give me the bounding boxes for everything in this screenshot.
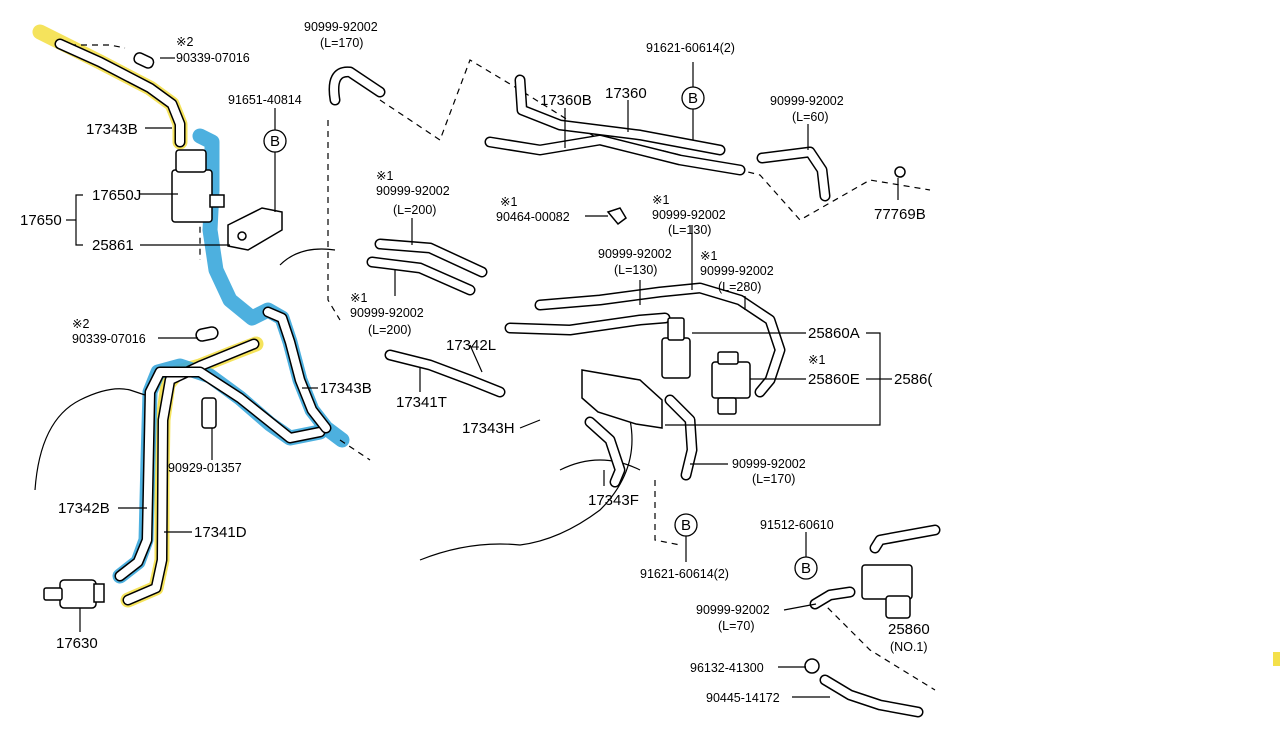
vsv-17650j <box>171 149 225 223</box>
length-l170-g: (L=170) <box>752 472 795 486</box>
note1-b: ※1 <box>500 195 517 209</box>
note2-top: ※2 <box>176 35 193 49</box>
clip-90464 <box>606 207 627 226</box>
part-17650j: 17650J <box>92 187 141 204</box>
note1-a: ※1 <box>376 169 393 183</box>
sensor-90929 <box>201 397 217 429</box>
part-25860-cut: 2586( <box>894 371 932 388</box>
parts-layer <box>43 52 913 674</box>
length-l60: (L=60) <box>792 110 828 124</box>
part-17342l: 17342L <box>446 337 496 354</box>
part-17650: 17650 <box>20 212 62 229</box>
part-90999-92002-right: 90999-92002 <box>770 94 844 108</box>
part-91512-60610: 91512-60610 <box>760 518 834 532</box>
length-l200-a: (L=200) <box>393 203 436 217</box>
part-90999-92002-f: 90999-92002 <box>350 306 424 320</box>
part-90339-07016-mid: 90339-07016 <box>72 332 146 346</box>
part-90999-92002-d: 90999-92002 <box>598 247 672 261</box>
bolt-b-label-top-right: B <box>688 90 698 107</box>
part-90999-92002-h: 90999-92002 <box>696 603 770 617</box>
clip-90339-mid <box>195 326 219 342</box>
part-90999-92002-a: 90999-92002 <box>376 184 450 198</box>
part-17341d: 17341D <box>194 524 247 541</box>
part-17360b: 17360B <box>540 92 592 109</box>
part-17360: 17360 <box>605 85 647 102</box>
length-l130-d: (L=130) <box>614 263 657 277</box>
clip-77769b <box>894 166 906 178</box>
part-17343f: 17343F <box>588 492 639 509</box>
bolt-b-label-bottom-right: B <box>801 560 811 577</box>
part-96132-41300: 96132-41300 <box>690 661 764 675</box>
part-91621-60614-top: 91621-60614(2) <box>646 41 735 55</box>
part-25861: 25861 <box>92 237 134 254</box>
note1-e: ※1 <box>700 249 717 263</box>
part-17341t: 17341T <box>396 394 447 411</box>
length-l130-c: (L=130) <box>668 223 711 237</box>
length-l280-e: (L=280) <box>718 280 761 294</box>
yellow-marker-dot <box>1273 652 1280 666</box>
note1-f: ※1 <box>350 291 367 305</box>
bracket-center <box>581 369 663 429</box>
part-77769b: 77769B <box>874 206 926 223</box>
part-25860e: 25860E <box>808 371 860 388</box>
part-91651-40814: 91651-40814 <box>228 93 302 107</box>
vsv-25860-no1 <box>861 564 913 619</box>
part-90445-14172: 90445-14172 <box>706 691 780 705</box>
bracket-25861 <box>227 207 283 251</box>
vsv-25860a <box>661 317 691 379</box>
part-90929-01357: 90929-01357 <box>168 461 242 475</box>
label-no1: (NO.1) <box>890 640 928 654</box>
vsv-25860e <box>711 351 751 415</box>
bolt-b-label-bottom-mid: B <box>681 517 691 534</box>
valve-17630 <box>43 579 105 609</box>
part-17342b: 17342B <box>58 500 110 517</box>
part-17630: 17630 <box>56 635 98 652</box>
part-91621-60614-bottom: 91621-60614(2) <box>640 567 729 581</box>
length-l70-h: (L=70) <box>718 619 754 633</box>
part-labels: ※2 90339-07016 91651-40814 17343B 17650J… <box>20 20 932 705</box>
note1-c: ※1 <box>652 193 669 207</box>
note1-g: ※1 <box>808 353 825 367</box>
length-l170-top: (L=170) <box>320 36 363 50</box>
hose-layer <box>54 38 941 718</box>
part-90999-92002-g: 90999-92002 <box>732 457 806 471</box>
part-25860a: 25860A <box>808 325 860 342</box>
part-25860-no1: 25860 <box>888 621 930 638</box>
part-90999-92002-top: 90999-92002 <box>304 20 378 34</box>
part-90464-00082: 90464-00082 <box>496 210 570 224</box>
leader-lines <box>66 57 899 698</box>
part-17343b-top: 17343B <box>86 121 138 138</box>
part-90999-92002-c: 90999-92002 <box>652 208 726 222</box>
part-90999-92002-e: 90999-92002 <box>700 264 774 278</box>
note2-mid: ※2 <box>72 317 89 331</box>
bolt-b-label-top-left: B <box>270 133 280 150</box>
length-l200-f: (L=200) <box>368 323 411 337</box>
part-90339-07016-top: 90339-07016 <box>176 51 250 65</box>
part-17343h: 17343H <box>462 420 515 437</box>
clamp-96132 <box>804 658 820 674</box>
clip-90339-top <box>133 52 155 69</box>
part-17343b-mid: 17343B <box>320 380 372 397</box>
